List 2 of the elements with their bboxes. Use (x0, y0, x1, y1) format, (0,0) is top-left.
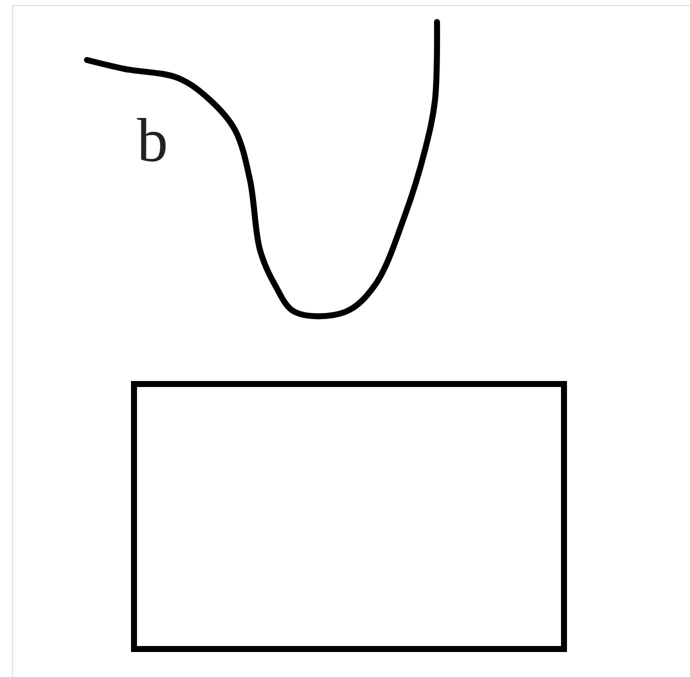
curve-label: b (137, 110, 168, 172)
rectangle-shape (131, 381, 567, 652)
